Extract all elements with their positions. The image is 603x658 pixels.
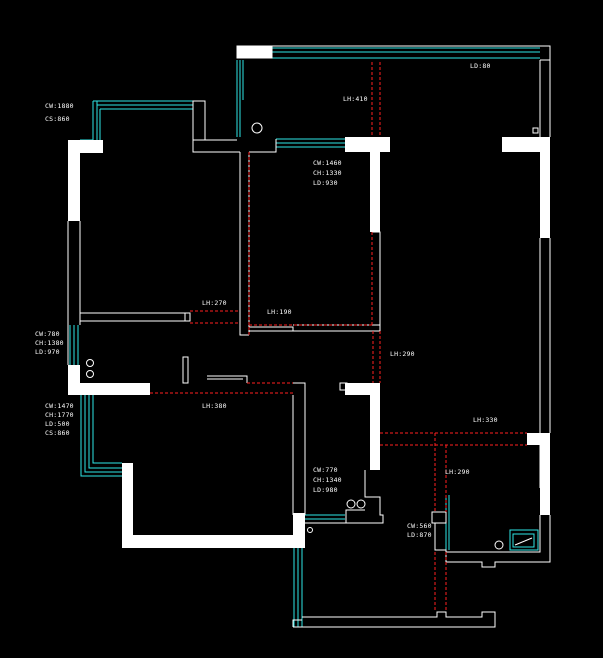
label-lh-190: LH:190 <box>267 308 292 316</box>
label-left-cw: CW:780 <box>35 330 60 338</box>
fixtures <box>86 122 533 550</box>
label-br-cw: CW:560 <box>407 522 432 530</box>
label-left-ld: LD:970 <box>35 348 60 356</box>
label-top-lh: LH:410 <box>343 95 368 103</box>
label-br-ld: LD:870 <box>407 531 432 539</box>
label-room-mid-cw: CW:1460 <box>313 159 342 167</box>
label-room-mid-ch: CH:1330 <box>313 169 342 177</box>
label-room-bl-ch: CH:1770 <box>45 411 74 419</box>
label-room-tl-cw: CW:1880 <box>45 102 74 110</box>
label-bath-ch: CH:1340 <box>313 476 342 484</box>
label-lh-270: LH:270 <box>202 299 227 307</box>
label-room-mid-ld: LD:930 <box>313 179 338 187</box>
label-lh-290-b: LH:290 <box>445 468 470 476</box>
label-lh-330: LH:330 <box>473 416 498 424</box>
label-lh-380: LH:380 <box>202 402 227 410</box>
label-room-bl-cs: CS:860 <box>45 429 70 437</box>
label-left-ch: CH:1380 <box>35 339 64 347</box>
label-room-bl-ld: LD:500 <box>45 420 70 428</box>
label-lh-290-a: LH:290 <box>390 350 415 358</box>
windows <box>69 47 540 627</box>
label-bath-ld: LD:980 <box>313 486 338 494</box>
dimension-lines <box>150 62 527 612</box>
label-top-ld: LD:80 <box>470 62 491 70</box>
label-room-tl-cs: CS:860 <box>45 115 70 123</box>
left-wall-thin <box>67 221 81 365</box>
walls-thick <box>68 46 550 548</box>
label-bath-cw: CW:770 <box>313 466 338 474</box>
label-room-bl-cw: CW:1470 <box>45 402 74 410</box>
